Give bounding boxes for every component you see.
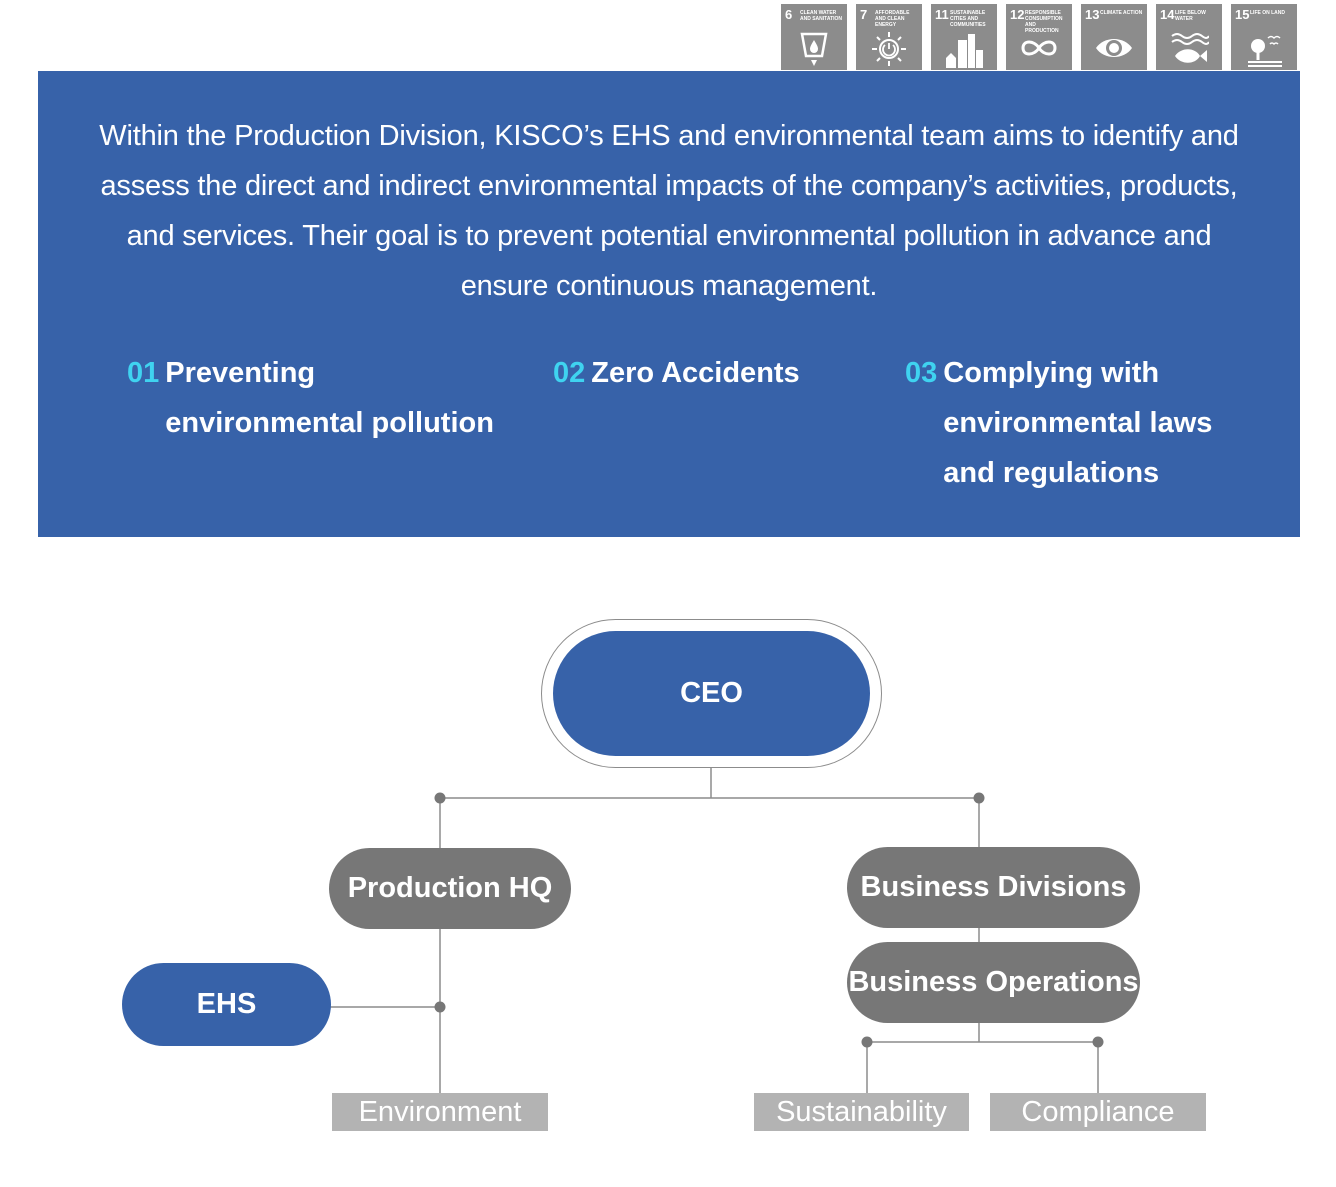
sdg-number: 12 [1010,7,1025,22]
sdg-number: 13 [1085,7,1100,22]
sdg-title: CLIMATE ACTION [1100,10,1143,16]
sdg-number: 15 [1235,7,1250,22]
sdg-number: 7 [860,7,868,22]
production-hq-node: Production HQ [329,848,571,929]
sdg-title: CLEAN WATER AND SANITATION [800,10,843,22]
sdg-title: LIFE BELOW WATER [1175,10,1206,22]
intro-text: Within the Production Division, KISCO’s … [99,120,1239,302]
ehs-node: EHS [122,963,331,1046]
goal-text: Zero Accidents [591,357,800,389]
sdg-7-tile: 7 AFFORDABLE AND CLEAN ENERGY [856,4,922,70]
goal-number: 01 [127,357,160,389]
sun-power-icon [872,32,906,66]
sdg-15-tile: 15 LIFE ON LAND [1231,4,1297,70]
sdg-number: 6 [785,7,793,22]
sdg-number: 11 [935,7,949,22]
goal-text: Complying with environmental laws and re… [943,357,1213,489]
sdg-13-tile: 13 CLIMATE ACTION [1081,4,1147,70]
compliance-label: Compliance [990,1093,1206,1131]
sdg-14-tile: 14 LIFE BELOW WATER [1156,4,1222,70]
environment-label: Environment [332,1093,548,1131]
earth-eye-icon [1096,39,1132,57]
sdg-title: AFFORDABLE AND CLEAN ENERGY [875,10,910,28]
business-operations-node: Business Operations [847,942,1140,1023]
ceo-outline [541,619,882,768]
sdg-number: 14 [1160,7,1175,22]
sdg-11-tile: 11 SUSTAINABLE CITIES AND COMMUNITIES [931,4,997,70]
goal-text: Preventing environmental pollution [165,357,494,439]
water-drop-icon [800,32,828,66]
infinity-icon [1021,40,1057,56]
sdg-6-tile: 6 CLEAN WATER AND SANITATION [781,4,847,70]
sustainability-label: Sustainability [754,1093,969,1131]
sdg-title: RESPONSIBLE CONSUMPTION AND PRODUCTION [1025,10,1063,34]
sdg-title: LIFE ON LAND [1250,10,1285,16]
sdg-12-tile: 12 RESPONSIBLE CONSUMPTION AND PRODUCTIO… [1006,4,1072,70]
tree-birds-icon [1248,35,1282,67]
city-buildings-icon [946,34,983,68]
sdg-title: SUSTAINABLE CITIES AND COMMUNITIES [950,10,986,28]
intro-panel: Within the Production Division, KISCO’s … [38,71,1300,537]
fish-waves-icon [1171,33,1209,63]
business-divisions-node: Business Divisions [847,847,1140,928]
goal-number: 03 [905,357,938,389]
ceo-node: CEO [553,631,870,756]
goal-number: 02 [553,357,586,389]
